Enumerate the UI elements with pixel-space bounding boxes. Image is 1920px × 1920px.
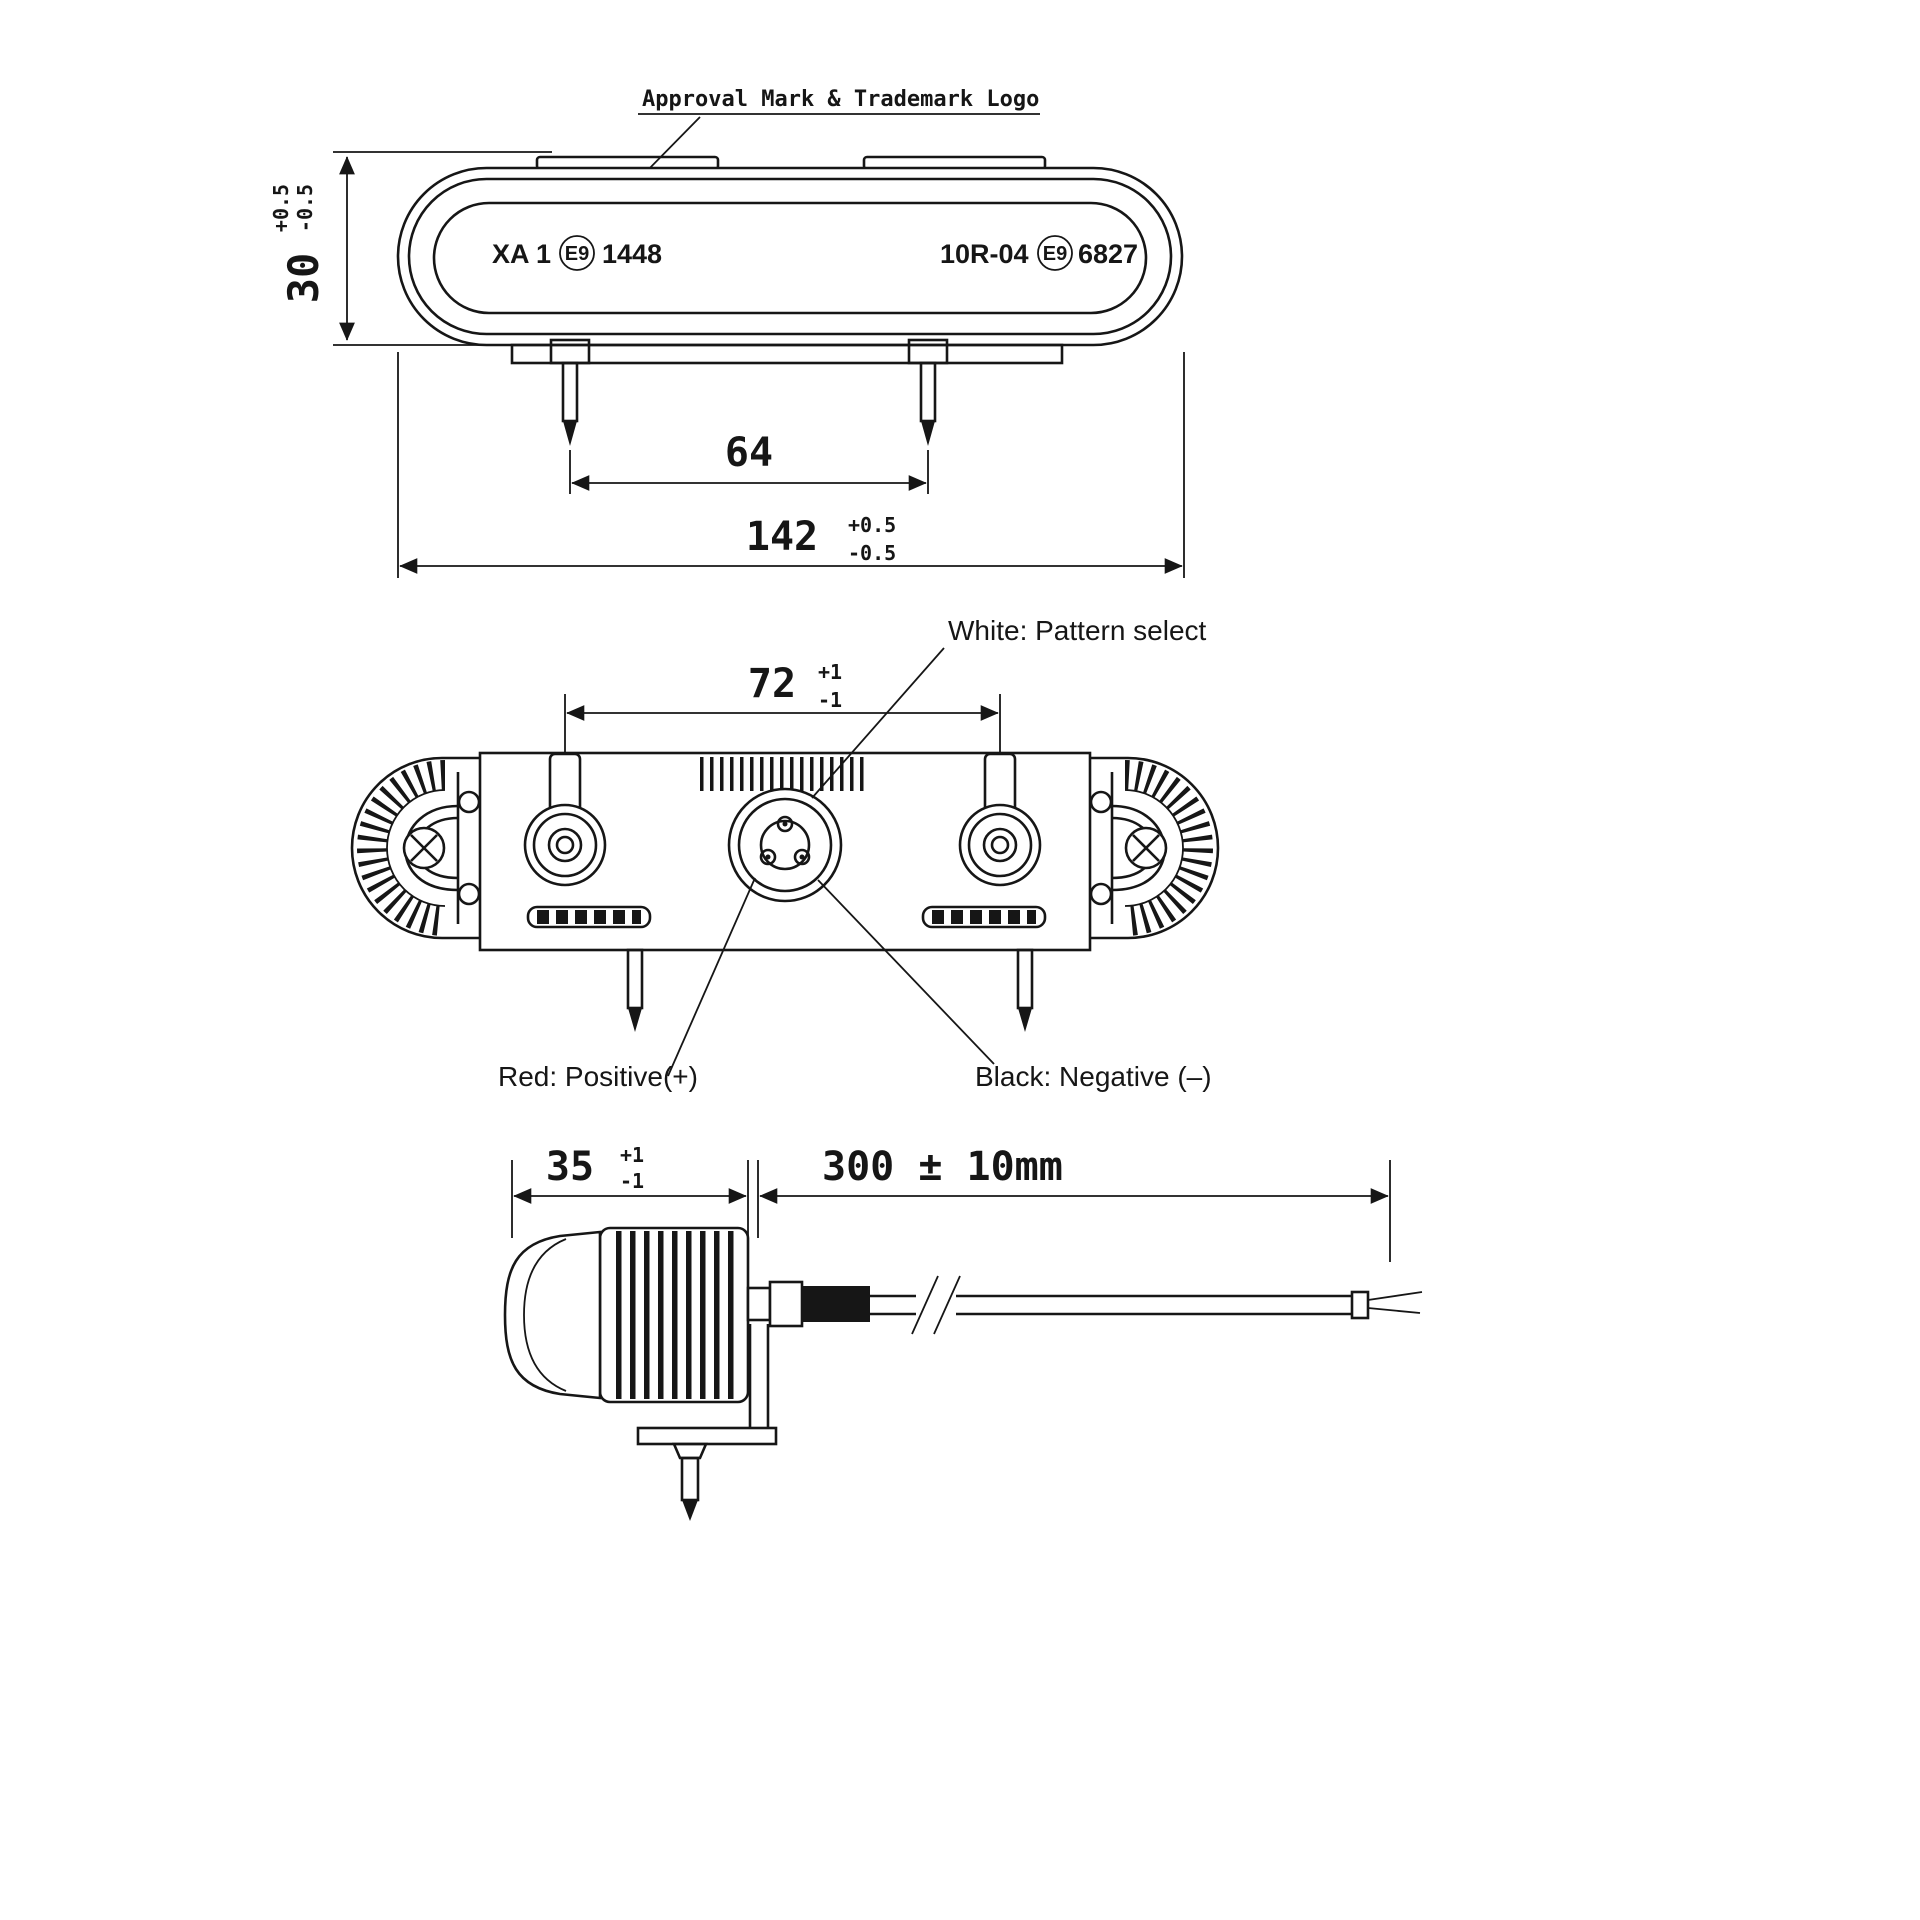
leader-line xyxy=(811,647,945,799)
dim-width-tol-minus: -0.5 xyxy=(848,541,896,565)
e-mark-right: E9 xyxy=(1043,243,1067,265)
dim-mount-spacing-value: 72 xyxy=(748,661,796,707)
pivot-hole xyxy=(457,790,481,814)
vent-slots-left xyxy=(526,905,652,929)
e-mark-left: E9 xyxy=(565,243,589,265)
marking-right-code: 10R-04 xyxy=(940,239,1029,269)
dim-height-value: 30 xyxy=(279,253,328,304)
cable-break-mark xyxy=(911,1275,939,1335)
stud-right xyxy=(1016,948,1034,1032)
stud-tip xyxy=(563,421,577,446)
stud-right xyxy=(919,361,937,446)
wire-red-label: Red: Positive(+) xyxy=(498,1061,698,1092)
side-body xyxy=(503,1226,1423,1521)
cable-break-mark xyxy=(933,1275,961,1335)
screw-tip xyxy=(682,1500,698,1521)
bracket-foot xyxy=(636,1426,778,1446)
dim-mount-spacing: 72 +1 -1 xyxy=(564,660,1001,752)
stud-tip xyxy=(1018,1008,1032,1032)
pin-black xyxy=(793,848,811,866)
wire-label-black: Black: Negative (–) xyxy=(817,879,1212,1092)
cable-connector xyxy=(727,787,843,903)
pivot-hole xyxy=(1089,882,1113,906)
lens-contour xyxy=(523,1238,567,1392)
lens-side xyxy=(503,1230,602,1400)
e-mark-circle-left xyxy=(559,235,595,271)
leader-line xyxy=(817,879,995,1065)
housing-mid xyxy=(407,177,1173,336)
dim-width-value: 142 xyxy=(746,514,818,560)
dim-stud-spacing-value: 64 xyxy=(725,430,773,476)
dim-depth-tol-minus: -1 xyxy=(620,1169,644,1193)
wire-end xyxy=(1367,1307,1421,1314)
mount-bolt-right xyxy=(958,752,1042,887)
marking-left-code: XA 1 xyxy=(492,239,551,269)
cable-end-sleeve xyxy=(1350,1290,1370,1320)
vent-slots-right xyxy=(921,905,1047,929)
bracket-plate xyxy=(510,343,1064,365)
housing-markings: XA 1 E9 1448 10R-04 E9 6827 xyxy=(492,235,1138,271)
dim-depth-tol-plus: +1 xyxy=(620,1143,644,1167)
cable-boot xyxy=(802,1286,870,1322)
marking-right-number: 6827 xyxy=(1078,239,1138,269)
stud-left xyxy=(561,361,579,446)
dim-width-tol-plus: +0.5 xyxy=(848,513,896,537)
dim-depth-value: 35 xyxy=(546,1144,594,1190)
dim-mount-tol-minus: -1 xyxy=(818,688,842,712)
housing-lens xyxy=(432,201,1148,315)
dim-height-tol-plus: +0.5 xyxy=(269,184,293,232)
approval-note-label: Approval Mark & Trademark Logo xyxy=(642,87,1039,112)
dim-cable-length: 300 ± 10mm xyxy=(757,1144,1391,1262)
side-view: 35 +1 -1 300 ± 10mm xyxy=(503,1143,1423,1521)
stud-tip xyxy=(628,1008,642,1032)
housing-outline xyxy=(396,155,1184,347)
dim-mount-tol-plus: +1 xyxy=(818,660,842,684)
mounting-bracket xyxy=(510,338,1064,446)
screw-head xyxy=(672,1442,708,1460)
rear-body xyxy=(350,751,1220,1032)
marking-left-number: 1448 xyxy=(602,239,662,269)
cable-assembly xyxy=(746,1275,1423,1335)
fins-inner-arc-left xyxy=(386,789,446,907)
cable-gland-step xyxy=(746,1286,772,1322)
mounting-bracket-side xyxy=(636,1324,778,1521)
wire-label-red: Red: Positive(+) xyxy=(498,877,756,1092)
screw-cross xyxy=(410,834,438,862)
dim-stud-spacing: 64 xyxy=(569,430,929,494)
e-mark-circle-right xyxy=(1037,235,1073,271)
dim-depth: 35 +1 -1 xyxy=(511,1143,749,1238)
dim-height: 30 +0.5 -0.5 xyxy=(269,151,552,346)
wire-label-white: White: Pattern select xyxy=(811,615,1207,799)
wire-white-label: White: Pattern select xyxy=(948,615,1207,646)
rear-view: 72 +1 -1 White: Pattern select Red: Posi… xyxy=(350,615,1220,1092)
wire-end xyxy=(1367,1291,1423,1301)
front-view: Approval Mark & Trademark Logo XA 1 E9 1… xyxy=(269,87,1185,578)
pin-red xyxy=(759,848,777,866)
screw-body xyxy=(680,1456,700,1502)
fins-inner-arc-right xyxy=(1124,789,1184,907)
wire-black-label: Black: Negative (–) xyxy=(975,1061,1212,1092)
dim-cable-value: 300 ± 10mm xyxy=(822,1144,1063,1190)
stud-tip xyxy=(921,421,935,446)
leader-line xyxy=(667,877,756,1077)
mount-bolt-left xyxy=(523,752,607,887)
stud-left xyxy=(626,948,644,1032)
end-cap-right xyxy=(1089,772,1168,924)
pivot-hole xyxy=(457,882,481,906)
pivot-hole xyxy=(1089,790,1113,814)
end-cap-left xyxy=(402,772,481,924)
dim-height-tol-minus: -0.5 xyxy=(293,184,317,232)
pin-white xyxy=(776,815,794,833)
dim-overall-width: 142 +0.5 -0.5 xyxy=(397,352,1185,578)
screw-cross xyxy=(1132,834,1160,862)
cable-gland xyxy=(768,1280,804,1328)
